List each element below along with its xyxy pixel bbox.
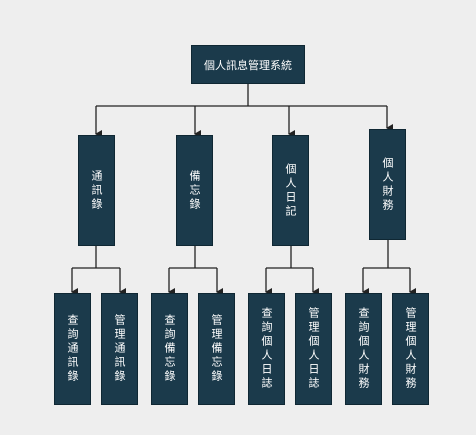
- leaf-node-query-memo: 查詢備忘錄: [151, 293, 188, 405]
- leaf-node-label: 查詢個人財務: [357, 307, 370, 391]
- module-node-label: 備忘錄: [188, 169, 201, 212]
- leaf-node-manage-diary: 管理個人日誌: [295, 293, 332, 405]
- leaf-node-label: 管理個人財務: [404, 307, 417, 391]
- leaf-node-label: 管理個人日誌: [307, 307, 320, 391]
- leaf-node-label: 查詢個人日誌: [260, 307, 273, 391]
- module-node-memo: 備忘錄: [176, 135, 213, 246]
- module-node-label: 個人財務: [381, 156, 394, 213]
- leaf-node-manage-contacts: 管理通訊錄: [101, 293, 138, 405]
- module-node-label: 個人日記: [284, 162, 297, 219]
- leaf-node-query-diary: 查詢個人日誌: [248, 293, 285, 405]
- module-node-label: 通訊錄: [90, 169, 103, 212]
- leaf-node-query-finance: 查詢個人財務: [345, 293, 382, 405]
- connectors: [71, 84, 416, 296]
- module-node-diary: 個人日記: [272, 135, 309, 246]
- leaf-node-label: 查詢備忘錄: [163, 314, 176, 384]
- leaf-node-manage-finance: 管理個人財務: [392, 293, 429, 405]
- leaf-node-label: 管理通訊錄: [113, 314, 126, 384]
- leaf-node-label: 查詢通訊錄: [66, 314, 79, 384]
- root-node: 個人訊息管理系統: [191, 45, 305, 84]
- module-node-contacts: 通訊錄: [78, 135, 115, 246]
- leaf-node-query-contacts: 查詢通訊錄: [54, 293, 91, 405]
- leaf-node-label: 管理備忘錄: [210, 314, 223, 384]
- module-node-finance: 個人財務: [369, 129, 406, 240]
- root-node-label: 個人訊息管理系統: [204, 58, 292, 72]
- leaf-node-manage-memo: 管理備忘錄: [198, 293, 235, 405]
